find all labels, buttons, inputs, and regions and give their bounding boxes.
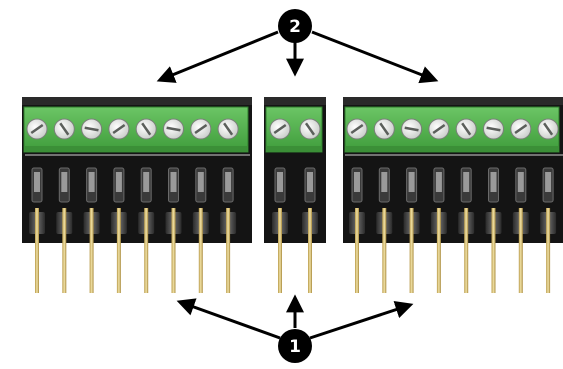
callout-badge-bottom: 1 — [278, 329, 312, 363]
pin-assembly-left-2 — [56, 167, 73, 293]
pcb-edge-left — [22, 97, 252, 105]
pin-assembly-right-5 — [458, 167, 475, 293]
pcb-edge-right — [343, 97, 563, 105]
callout-badge-top: 2 — [278, 9, 312, 43]
pin-assembly-right-8 — [540, 167, 557, 293]
pin-assembly-right-3 — [403, 167, 420, 293]
screw-left-7 — [190, 118, 212, 140]
screw-right-1 — [346, 118, 368, 140]
screw-left-5 — [135, 118, 157, 140]
screw-left-6 — [163, 118, 184, 140]
top-arrows — [156, 30, 439, 84]
pin-assembly-left-3 — [83, 167, 100, 293]
screw-right-2 — [373, 118, 395, 140]
pin-assembly-middle-2 — [302, 167, 318, 293]
pin-assembly-left-4 — [110, 167, 127, 293]
arrow-top-left — [156, 30, 279, 83]
screw-middle-2 — [299, 118, 321, 140]
header-pins — [29, 167, 557, 293]
screw-left-1 — [26, 118, 48, 140]
screw-right-7 — [510, 118, 532, 140]
callout-badge-bottom-label: 1 — [289, 337, 301, 357]
callout-badge-top-label: 2 — [289, 17, 301, 37]
pin-assembly-left-5 — [138, 167, 155, 293]
pin-assembly-left-6 — [165, 167, 182, 293]
screw-middle-1 — [269, 118, 291, 140]
screw-right-5 — [455, 118, 477, 140]
terminal-blocks — [23, 106, 563, 156]
arrow-bottom-right — [309, 300, 414, 340]
arrow-bottom-left — [176, 298, 281, 340]
screw-right-3 — [401, 118, 423, 140]
terminal-block-base-middle — [266, 146, 322, 152]
pin-assembly-middle-1 — [272, 167, 288, 293]
pin-assembly-right-2 — [376, 167, 393, 293]
pin-assembly-right-6 — [485, 167, 502, 293]
pin-assembly-right-1 — [349, 167, 365, 293]
bottom-arrows — [176, 294, 414, 340]
pin-assembly-right-7 — [512, 167, 529, 293]
pin-assembly-left-8 — [220, 167, 237, 293]
arrow-top-right — [311, 30, 439, 84]
pin-assembly-right-4 — [430, 167, 447, 293]
terminal-block-base-left — [24, 146, 248, 152]
pin-assembly-left-7 — [192, 167, 209, 293]
screw-left-3 — [81, 118, 103, 140]
screw-left-8 — [217, 118, 239, 140]
screw-right-6 — [483, 118, 504, 140]
screw-right-4 — [428, 118, 450, 140]
pcb-edge-middle — [264, 97, 326, 105]
terminal-block-base-right — [345, 146, 559, 152]
screw-left-2 — [53, 118, 75, 140]
screw-left-4 — [108, 118, 130, 140]
screw-right-8 — [537, 118, 559, 140]
pin-assembly-left-1 — [29, 167, 45, 293]
